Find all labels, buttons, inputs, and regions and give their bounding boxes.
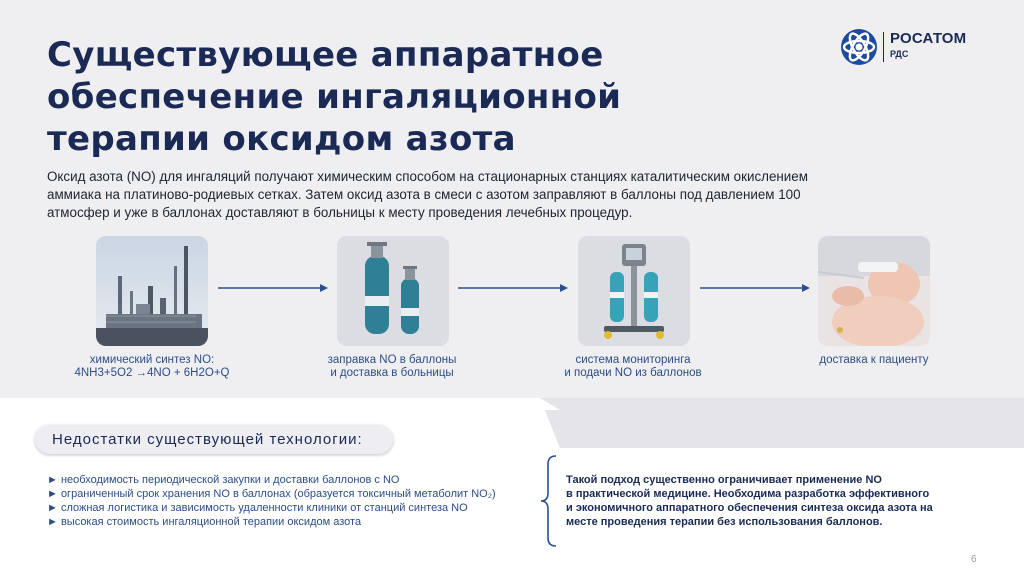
title-line: Существующее аппаратное bbox=[47, 35, 604, 75]
title-line: терапии оксидом азота bbox=[47, 119, 516, 159]
intro-line: аммиака на платиново-родиевых сетках. За… bbox=[47, 187, 801, 202]
gas-cylinders-photo bbox=[337, 236, 449, 346]
step-label-line: и доставка в больницы bbox=[297, 367, 487, 380]
step-label-delivery: доставка к пациенту bbox=[779, 354, 969, 367]
intro-paragraph: Оксид азота (NO) для ингаляций получают … bbox=[47, 168, 877, 222]
step-label-line: система мониторинга bbox=[538, 354, 728, 367]
page-title: Существующее аппаратное обеспечение инга… bbox=[47, 34, 667, 160]
drawbacks-heading: Недостатки существующей технологии: bbox=[35, 425, 393, 454]
step-label-line: доставка к пациенту bbox=[779, 354, 969, 367]
step-label-monitoring: система мониторинга и подачи NO из балло… bbox=[538, 354, 728, 380]
conclusion-line: и экономичного аппаратного обеспечения с… bbox=[566, 501, 986, 515]
list-item: ► необходимость периодической закупки и … bbox=[47, 473, 547, 487]
list-item: ► сложная логистика и зависимость удален… bbox=[47, 501, 547, 515]
curly-brace bbox=[540, 455, 560, 547]
logo-subtitle: РДС bbox=[890, 49, 908, 59]
step-label-refill: заправка NO в баллоны и доставка в больн… bbox=[297, 354, 487, 380]
page-number: 6 bbox=[971, 554, 977, 565]
conclusion-line: Такой подход существенно ограничивает пр… bbox=[566, 473, 986, 487]
intro-line: атмосфер и уже в баллонах доставляют в б… bbox=[47, 205, 632, 220]
rosatom-atom-icon bbox=[840, 28, 878, 66]
step-label-synthesis: химический синтез NO: 4NH3+5O2 →4NO + 6H… bbox=[57, 354, 247, 380]
drawbacks-list: ► необходимость периодической закупки и … bbox=[47, 473, 547, 529]
logo-divider bbox=[883, 32, 884, 62]
flow-arrow bbox=[218, 282, 328, 294]
list-item: ► ограниченный срок хранения NO в баллон… bbox=[47, 487, 547, 501]
conclusion-line: месте проведения терапии без использован… bbox=[566, 515, 986, 529]
conclusion-line: в практической медицине. Необходима разр… bbox=[566, 487, 986, 501]
chemical-plant-photo bbox=[96, 236, 208, 346]
flow-arrow bbox=[700, 282, 810, 294]
newborn-patient-photo bbox=[818, 236, 930, 346]
step-label-line: 4NH3+5O2 →4NO + 6H2O+Q bbox=[57, 367, 247, 380]
title-line: обеспечение ингаляционной bbox=[47, 77, 621, 117]
conclusion-text: Такой подход существенно ограничивает пр… bbox=[566, 473, 986, 529]
flow-arrow bbox=[458, 282, 568, 294]
list-item: ► высокая стоимость ингаляционной терапи… bbox=[47, 515, 547, 529]
step-label-line: заправка NO в баллоны bbox=[297, 354, 487, 367]
logo-name: РОСАТОМ bbox=[890, 30, 966, 47]
step-label-line: и подачи NO из баллонов bbox=[538, 367, 728, 380]
monitoring-system-photo bbox=[578, 236, 690, 346]
intro-line: Оксид азота (NO) для ингаляций получают … bbox=[47, 169, 808, 184]
rosatom-logo: РОСАТОМ РДС bbox=[840, 28, 990, 68]
step-label-line: химический синтез NO: bbox=[57, 354, 247, 367]
